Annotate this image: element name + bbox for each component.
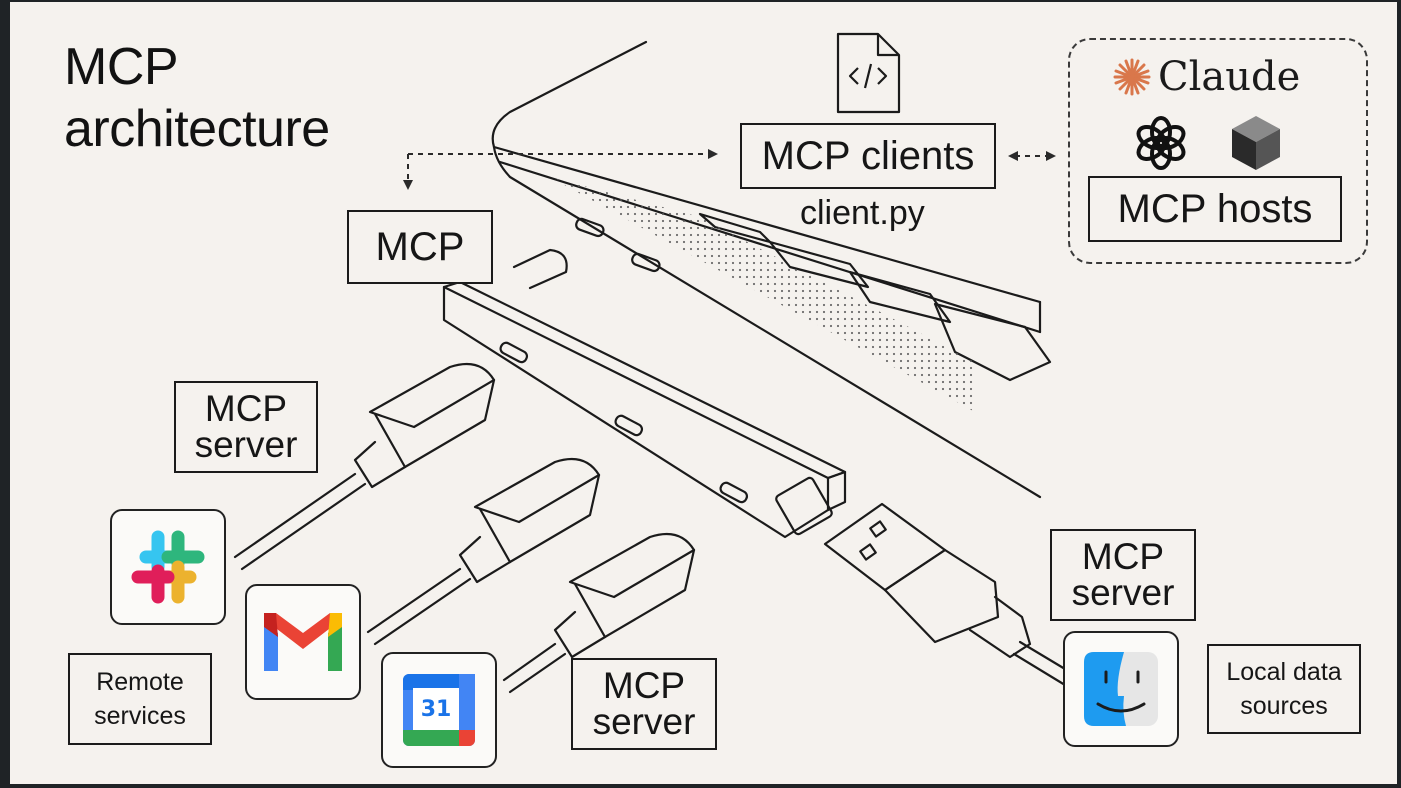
cable-gmail <box>366 457 601 646</box>
google-calendar-icon: 31 <box>403 674 475 746</box>
claude-logo-icon <box>1113 58 1151 96</box>
claude-logo: Claude <box>1112 54 1300 100</box>
gmail-app-tile <box>245 584 361 700</box>
mcp-server-box-right: MCP server <box>1050 529 1196 621</box>
remote-services-box: Remote services <box>68 653 212 745</box>
laptop-port <box>575 217 605 238</box>
slack-app-tile <box>110 509 226 625</box>
line-art <box>233 32 1072 694</box>
mcp-hosts-label: MCP hosts <box>1117 187 1313 231</box>
mcp-server-label-bottom: MCP server <box>592 665 696 742</box>
hub-port <box>614 414 644 437</box>
gmail-icon <box>264 613 342 671</box>
finder-app-tile <box>1063 631 1179 747</box>
mcp-hosts-group <box>1068 38 1368 264</box>
laptop-base <box>492 145 1042 499</box>
local-data-label: Local data sources <box>1226 658 1342 720</box>
claude-wordmark: Claude <box>1158 54 1301 100</box>
hub-port <box>499 341 529 364</box>
calendar-app-tile: 31 <box>381 652 497 768</box>
openai-logo-icon <box>1136 116 1186 170</box>
code-file-icon <box>836 32 901 114</box>
local-data-box: Local data sources <box>1207 644 1361 734</box>
client-file-label: client.py <box>800 194 925 232</box>
hub-port <box>719 481 749 504</box>
calendar-day-number: 31 <box>413 688 459 730</box>
mcp-server-label-left: MCP server <box>194 388 298 465</box>
mcp-server-label-right: MCP server <box>1071 536 1175 613</box>
mcp-clients-box: MCP clients <box>740 123 996 189</box>
mcp-hosts-box: MCP hosts <box>1088 176 1342 242</box>
laptop-port <box>631 252 661 273</box>
slack-icon <box>131 530 205 604</box>
mcp-clients-label: MCP clients <box>761 134 975 178</box>
cube-logo-icon <box>1232 116 1280 170</box>
cable-finder <box>823 502 1072 687</box>
diagram-canvas: MCP architecture MCP clients client.py C… <box>10 2 1397 784</box>
page-title: MCP architecture <box>64 38 330 158</box>
finder-icon <box>1084 652 1158 726</box>
cable-slack <box>233 362 496 571</box>
mcp-server-box-left: MCP server <box>174 381 318 473</box>
mcp-label: MCP <box>375 225 465 269</box>
mcp-server-box-bottom: MCP server <box>571 658 717 750</box>
mcp-box: MCP <box>347 210 493 284</box>
cable-calendar <box>502 532 696 694</box>
remote-services-label: Remote services <box>94 668 186 730</box>
